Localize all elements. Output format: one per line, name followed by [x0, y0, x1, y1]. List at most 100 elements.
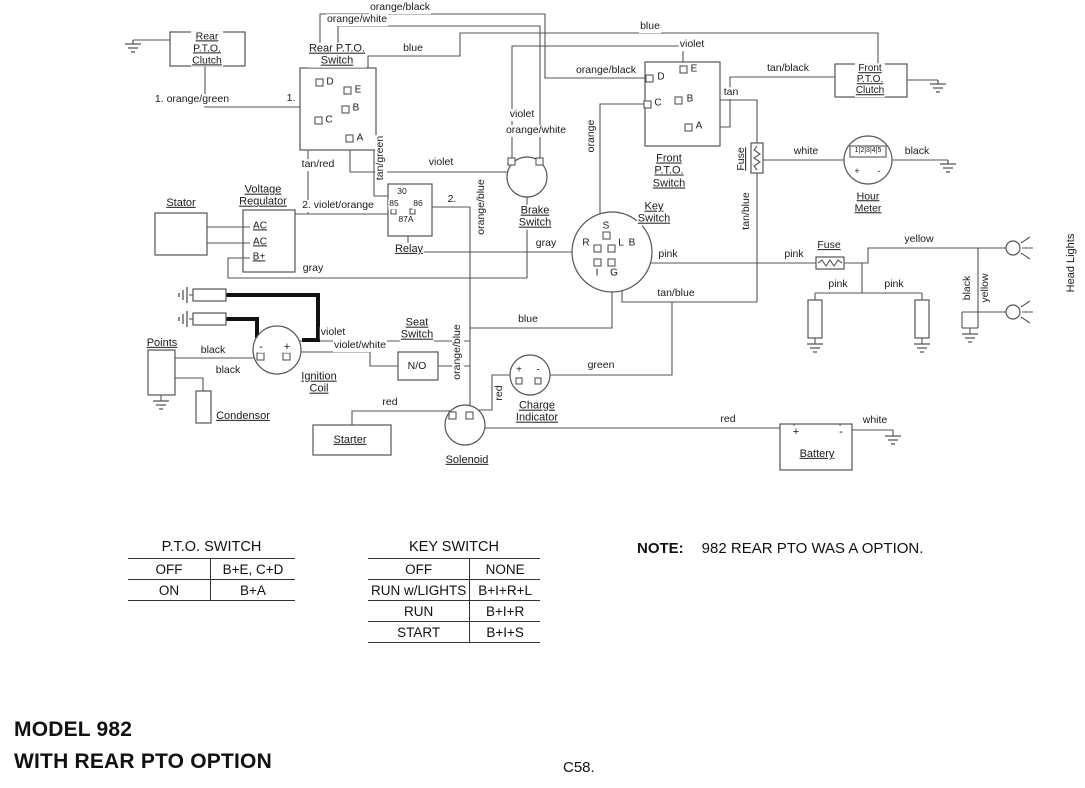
table-cell: B+A [210, 579, 295, 601]
wire-orange-black-2: orange/black [574, 64, 638, 77]
rear-terminal-c: C [324, 114, 334, 126]
wire-black-2: black [961, 274, 974, 302]
wire-red-3: red [719, 413, 737, 426]
brake-switch-circle [506, 156, 548, 198]
key-terminal-b: B [627, 237, 637, 249]
terminal-squares [256, 65, 693, 420]
marker-2: 2. [446, 193, 458, 206]
voltreg-ticks [243, 226, 250, 259]
rear-terminal-e: E [353, 84, 363, 96]
table-cell: OFF [128, 558, 211, 580]
relay-terminal-85: 85 [388, 198, 400, 209]
battery-terminal-minus: - [838, 425, 844, 439]
relay-terminal-30: 30 [396, 186, 408, 197]
wire-tan: tan [722, 86, 740, 99]
table-cell: B+E, C+D [210, 558, 295, 580]
ground-icon [914, 343, 930, 353]
wire-pink-2: pink [783, 248, 805, 261]
ground-icon [940, 160, 956, 173]
front-terminal-a: A [694, 120, 704, 132]
front-pto-switch-label: Front P.T.O. Switch [651, 152, 687, 190]
wire-blue-2: blue [402, 42, 424, 55]
wire-pink-3: pink [827, 278, 849, 291]
stator-box [154, 212, 208, 256]
voltage-regulator-label: Voltage Regulator [238, 183, 288, 209]
key-terminal-s: S [601, 220, 611, 232]
table-cell: RUN w/LIGHTS [368, 579, 470, 601]
wire-yellow-2: yellow [979, 272, 992, 304]
voltage-regulator-box [242, 209, 296, 273]
wire-blue-1: blue [639, 20, 661, 33]
front-pto-clutch-label: Front P.T.O. Clutch [854, 63, 886, 97]
front-terminal-c: C [653, 97, 663, 109]
model-title: MODEL 982 [14, 718, 133, 741]
front-terminal-b: B [685, 93, 695, 105]
starter-label: Starter [332, 433, 368, 447]
pto-table-title: P.T.O. SWITCH [161, 539, 262, 555]
condensor-label: Condensor [215, 409, 271, 423]
hour-meter-minus: - [876, 165, 882, 177]
key-switch-label: Key Switch [636, 200, 672, 226]
wire-orange-blue-2: orange/blue [451, 323, 464, 381]
key-terminal-r: R [581, 237, 591, 249]
voltreg-terminal-ac2: AC [252, 236, 268, 248]
wire-tan-blue-1: tan/blue [740, 191, 753, 231]
fuse1-label: Fuse [735, 146, 748, 172]
table-cell: START [368, 621, 470, 643]
key-table-title: KEY SWITCH [409, 539, 499, 555]
wire-orange-white-1: orange/white [325, 13, 389, 26]
ground-icon [125, 40, 141, 53]
resistor-1 [192, 288, 227, 302]
front-terminal-d: D [656, 71, 666, 83]
fuse-element [817, 259, 843, 267]
thick-wires [226, 293, 320, 342]
wire-orange-white-2: orange/white [504, 124, 568, 137]
wire-pink-1: pink [657, 248, 679, 261]
wire-black-1: black [903, 145, 931, 158]
wire-orange-blue-1: orange/blue [475, 178, 488, 236]
ground-icon [930, 80, 946, 93]
model-subtitle: WITH REAR PTO OPTION [14, 750, 272, 773]
wire-red-1: red [381, 396, 399, 409]
note: NOTE: 982 REAR PTO WAS A OPTION. [637, 540, 923, 557]
coil-terminal-plus: + [282, 340, 292, 354]
wire-orange-black-1: orange/black [368, 1, 432, 14]
wire-tan-green: tan/green [374, 134, 387, 182]
rear-pto-switch-label: Rear P.T.O. Switch [307, 42, 367, 68]
wire-violet-1: violet [678, 38, 706, 51]
table-cell: NONE [469, 558, 540, 580]
wire-white-1: white [792, 145, 820, 158]
table-cell: OFF [368, 558, 470, 580]
relay-terminal-86: 86 [412, 198, 424, 209]
charge-terminal-minus: - [535, 364, 541, 376]
charge-indicator-label: Charge Indicator [514, 399, 560, 425]
wire-blue-3: blue [517, 313, 539, 326]
ground-icons [125, 40, 978, 445]
coil-terminal-minus: - [258, 340, 264, 354]
table-cell: B+I+R+L [469, 579, 540, 601]
relay-terminal-87a: 87A [397, 214, 415, 225]
table-cell: RUN [368, 600, 470, 622]
relay-label: Relay [393, 242, 425, 256]
wire-tan-red: tan/red [300, 158, 336, 171]
page-reference: C58. [563, 759, 595, 776]
wire-violet-2: violet [508, 108, 536, 121]
wire-yellow-1: yellow [903, 233, 935, 246]
stator-label: Stator [165, 196, 197, 210]
ground-icon [178, 311, 188, 327]
brake-switch-label: Brake Switch [517, 204, 553, 230]
battery-terminal-plus: + [791, 425, 801, 439]
wires [133, 13, 1006, 436]
points-box [147, 349, 176, 396]
resistor-2 [192, 312, 227, 326]
wire-violet-orange: 2. violet/orange [301, 199, 375, 212]
seat-switch-label: Seat Switch [399, 316, 435, 342]
note-label: NOTE: [637, 540, 684, 557]
wire-green: green [586, 359, 616, 372]
wire-violet-3: violet [427, 156, 455, 169]
note-text: 982 REAR PTO WAS A OPTION. [701, 540, 924, 557]
ground-icon [807, 343, 823, 353]
ground-icon [962, 333, 978, 343]
